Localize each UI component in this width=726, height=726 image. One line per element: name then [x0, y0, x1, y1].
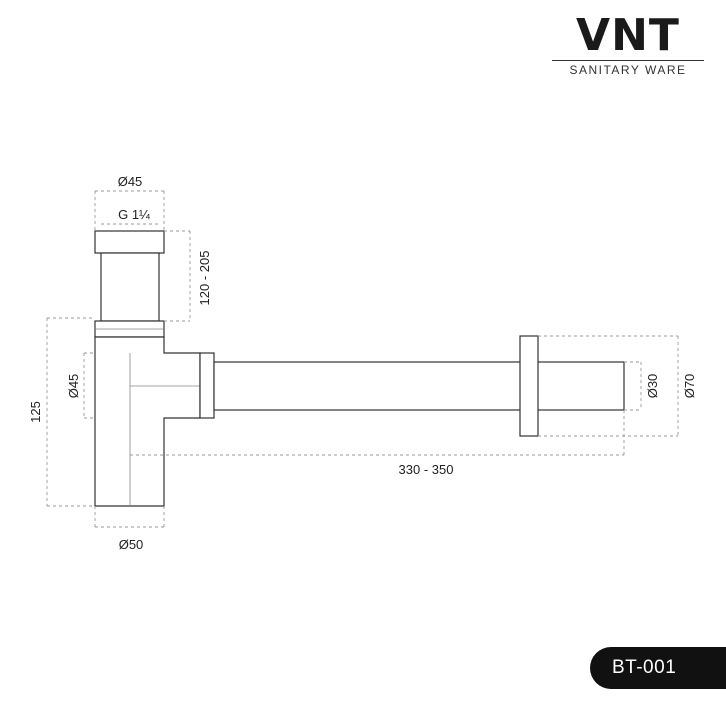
brand-logo: VNT	[576, 10, 680, 61]
dimension-thread: G 1¼	[101, 207, 159, 225]
label-height-adjust: 120 - 205	[197, 251, 212, 306]
label-pipe-length: 330 - 350	[399, 462, 454, 477]
label-pipe-diameter: Ø30	[645, 374, 660, 399]
dimension-pipe-diameter: Ø30	[624, 361, 660, 411]
label-flange-diameter: Ø70	[682, 374, 697, 399]
label-top-diameter: Ø45	[118, 174, 143, 189]
top-cap	[94, 230, 165, 254]
product-code: BT-001	[612, 657, 677, 678]
trap-body	[94, 336, 201, 507]
dimension-flange-diameter: Ø70	[538, 335, 697, 437]
label-body-diameter: Ø45	[66, 374, 81, 399]
upper-tube	[100, 252, 160, 322]
dimension-pipe-length: 330 - 350	[130, 410, 625, 477]
label-trap-height: 125	[28, 401, 43, 423]
dimension-top-diameter: Ø45	[94, 174, 165, 231]
dimension-body-diameter: Ø45	[66, 352, 95, 419]
outlet-collar	[199, 352, 215, 419]
wall-flange	[519, 335, 539, 437]
product-code-badge	[590, 647, 726, 689]
dimension-trap-height: 125	[28, 317, 95, 507]
brand-tagline: SANITARY WARE	[569, 63, 687, 77]
logo-divider	[552, 60, 704, 61]
trap-drawing	[94, 230, 625, 507]
dimension-bottom-diameter: Ø50	[94, 506, 165, 552]
label-thread: G 1¼	[118, 207, 150, 222]
dimension-height-adjust: 120 - 205	[164, 230, 212, 322]
label-bottom-diameter: Ø50	[119, 537, 144, 552]
outlet-pipe	[213, 361, 625, 411]
